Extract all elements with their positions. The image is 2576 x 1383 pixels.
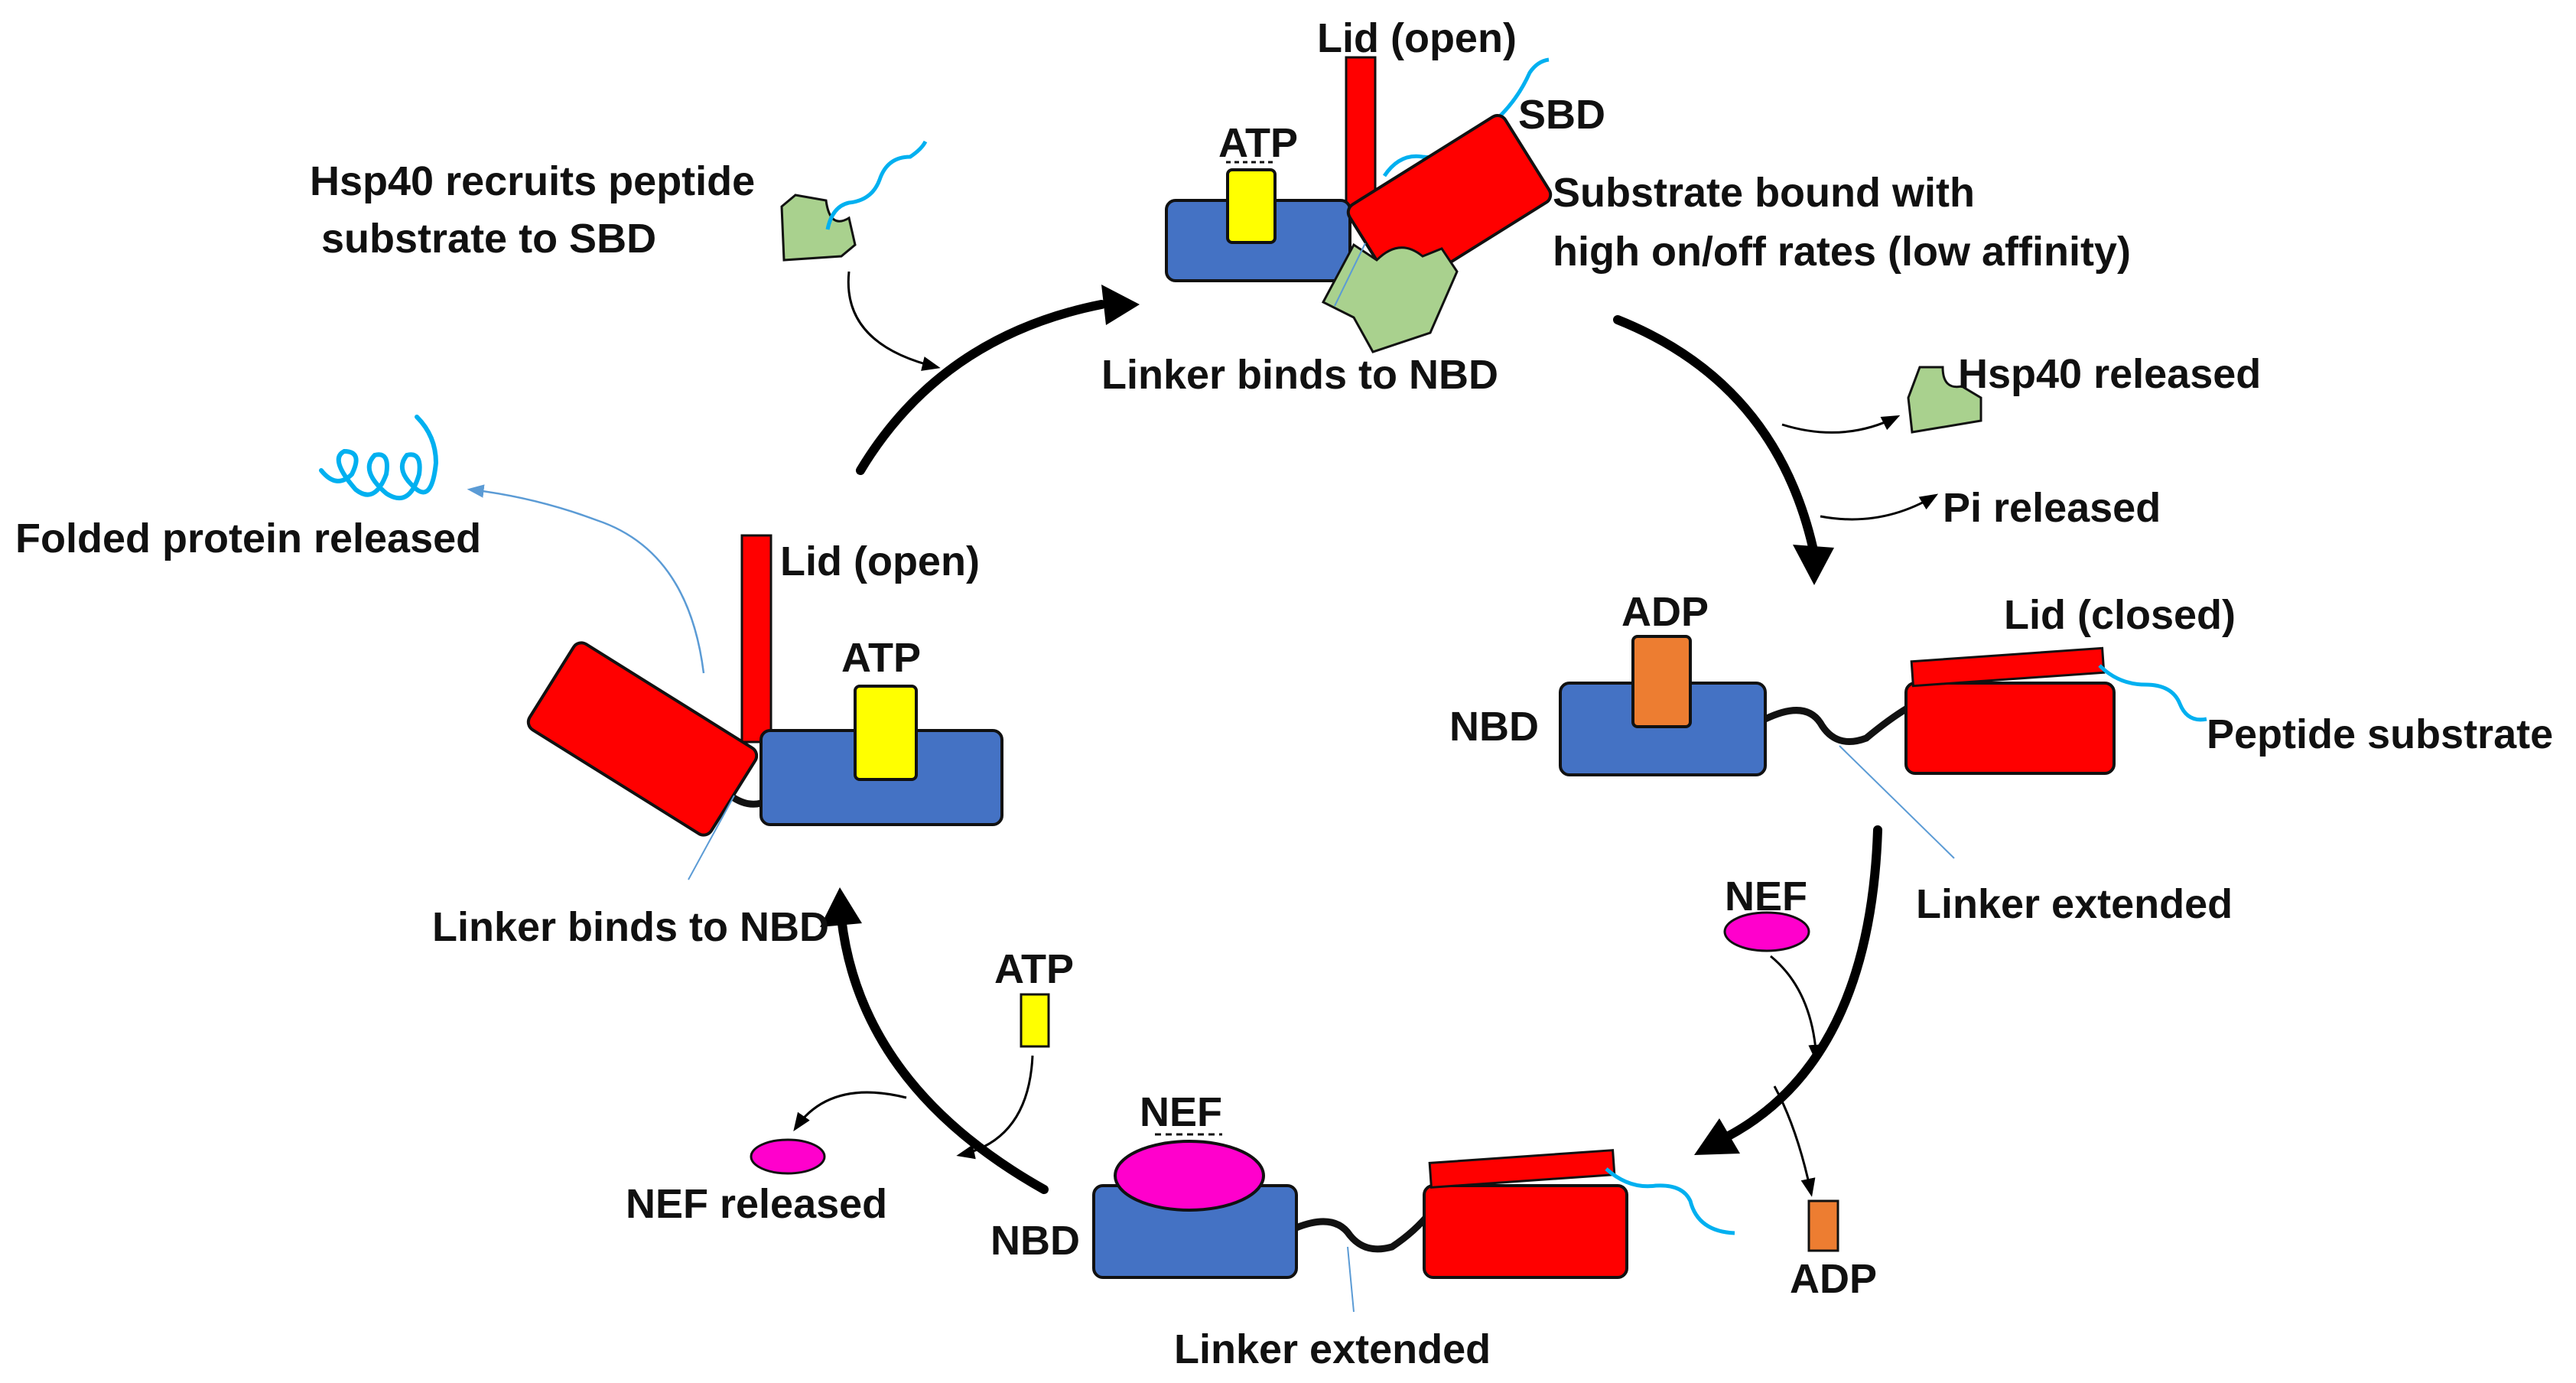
sbd-left bbox=[526, 641, 759, 837]
label-substrate-bound-2: high on/off rates (low affinity) bbox=[1553, 229, 2131, 275]
arrowhead-1 bbox=[1101, 285, 1140, 325]
label-atp-free: ATP bbox=[994, 946, 1074, 992]
label-nbd-right: NBD bbox=[1449, 704, 1539, 750]
cycle-arrow-left-to-top bbox=[856, 300, 1106, 475]
nef-free-right bbox=[1723, 911, 1810, 952]
arrowhead-4 bbox=[820, 887, 862, 927]
right-state bbox=[1559, 635, 2207, 859]
arrow-nef-out bbox=[793, 1091, 907, 1131]
arrowhead-2 bbox=[1793, 545, 1834, 585]
cycle-arrow-bottom-to-left bbox=[837, 913, 1049, 1194]
atp-nef-exchange bbox=[750, 993, 1050, 1175]
label-sbd: SBD bbox=[1518, 92, 1605, 138]
pointer-linker-left bbox=[688, 795, 735, 880]
folded-protein-group bbox=[319, 415, 705, 674]
peptide-bottom bbox=[1605, 1167, 1735, 1235]
linker-left bbox=[728, 792, 763, 808]
sbd-bottom-body bbox=[1423, 1184, 1628, 1279]
arrowhead-3 bbox=[1694, 1118, 1740, 1155]
sbd-right-body bbox=[1904, 682, 2116, 775]
bottom-state bbox=[1092, 1133, 1735, 1313]
arrow-nef-in bbox=[1770, 955, 1823, 1063]
label-hsp40-recruits-1: Hsp40 recruits peptide bbox=[310, 158, 755, 204]
label-lid-open-top: Lid (open) bbox=[1317, 15, 1517, 61]
label-atp-left: ATP bbox=[841, 635, 921, 681]
label-lid-open-left: Lid (open) bbox=[780, 539, 980, 584]
label-nbd-bottom: NBD bbox=[990, 1218, 1080, 1264]
nef-released-shape bbox=[750, 1138, 826, 1175]
labels: Lid (open) ATP SBD Hsp40 recruits peptid… bbox=[15, 15, 2553, 1372]
arrow-hsp40-released bbox=[1781, 415, 1901, 434]
lid-open-left bbox=[740, 534, 772, 744]
label-hsp40-recruits-2: substrate to SBD bbox=[321, 216, 656, 262]
cycle-arrow-right-to-bottom bbox=[1724, 825, 1882, 1141]
label-linker-extended-bottom: Linker extended bbox=[1174, 1326, 1491, 1372]
pointer-linker-bottom bbox=[1347, 1246, 1355, 1313]
label-linker-binds-left: Linker binds to NBD bbox=[432, 904, 829, 950]
hsp40-bound-top bbox=[1321, 242, 1459, 353]
linker-right bbox=[1764, 705, 1911, 745]
left-state bbox=[526, 534, 1003, 880]
label-peptide-substrate: Peptide substrate bbox=[2207, 711, 2553, 757]
label-hsp40-released: Hsp40 released bbox=[1958, 351, 2261, 397]
atp-top bbox=[1226, 168, 1277, 244]
lid-open-top bbox=[1345, 56, 1377, 212]
hsp40-free-top-left bbox=[780, 194, 857, 262]
arrow-folded-release bbox=[467, 484, 705, 674]
arrow-adp-out bbox=[1773, 1085, 1816, 1197]
top-state bbox=[1165, 56, 1553, 353]
label-linker-binds-top: Linker binds to NBD bbox=[1101, 352, 1498, 398]
label-nef-released: NEF released bbox=[626, 1181, 887, 1227]
nef-binding-group bbox=[1723, 911, 1839, 1252]
arrow-atp-in bbox=[956, 1055, 1034, 1160]
hsp40-recruits-group bbox=[780, 140, 941, 371]
peptide-right bbox=[2098, 664, 2207, 722]
cycle-arrowheads bbox=[820, 285, 1834, 1155]
cycle-arrows bbox=[837, 300, 1882, 1194]
label-linker-extended-right: Linker extended bbox=[1916, 881, 2233, 927]
adp-free bbox=[1807, 1199, 1839, 1252]
peptide-free-top-left bbox=[825, 140, 928, 230]
label-nef-bottom: NEF bbox=[1140, 1089, 1222, 1135]
label-adp-bottom-right: ADP bbox=[1790, 1256, 1877, 1302]
lid-closed-right bbox=[1910, 646, 2106, 688]
linker-bottom bbox=[1295, 1210, 1433, 1253]
label-folded-protein-released: Folded protein released bbox=[15, 516, 481, 561]
arrow-hsp40-to-cycle bbox=[847, 271, 941, 371]
cycle-arrow-top-to-right bbox=[1613, 315, 1817, 552]
folded-protein-helix bbox=[319, 415, 439, 501]
adp-right bbox=[1631, 635, 1692, 728]
atp-left bbox=[854, 685, 918, 781]
label-nef-right: NEF bbox=[1725, 874, 1807, 919]
atp-free-shape bbox=[1020, 993, 1050, 1048]
nef-bound bbox=[1114, 1140, 1265, 1212]
pointer-linker-right bbox=[1839, 745, 1955, 859]
label-pi-released: Pi released bbox=[1943, 485, 2161, 531]
hsp40-released-shape bbox=[1907, 366, 1982, 434]
label-adp-right: ADP bbox=[1621, 589, 1709, 635]
pointer-linker-top bbox=[1334, 242, 1366, 307]
label-lid-closed: Lid (closed) bbox=[2004, 592, 2236, 638]
lid-closed-bottom bbox=[1428, 1149, 1616, 1189]
label-atp-top: ATP bbox=[1218, 120, 1298, 166]
release-arrows-right bbox=[1781, 415, 1939, 521]
arrow-pi-released bbox=[1820, 493, 1939, 521]
label-substrate-bound-1: Substrate bound with bbox=[1553, 170, 1975, 216]
